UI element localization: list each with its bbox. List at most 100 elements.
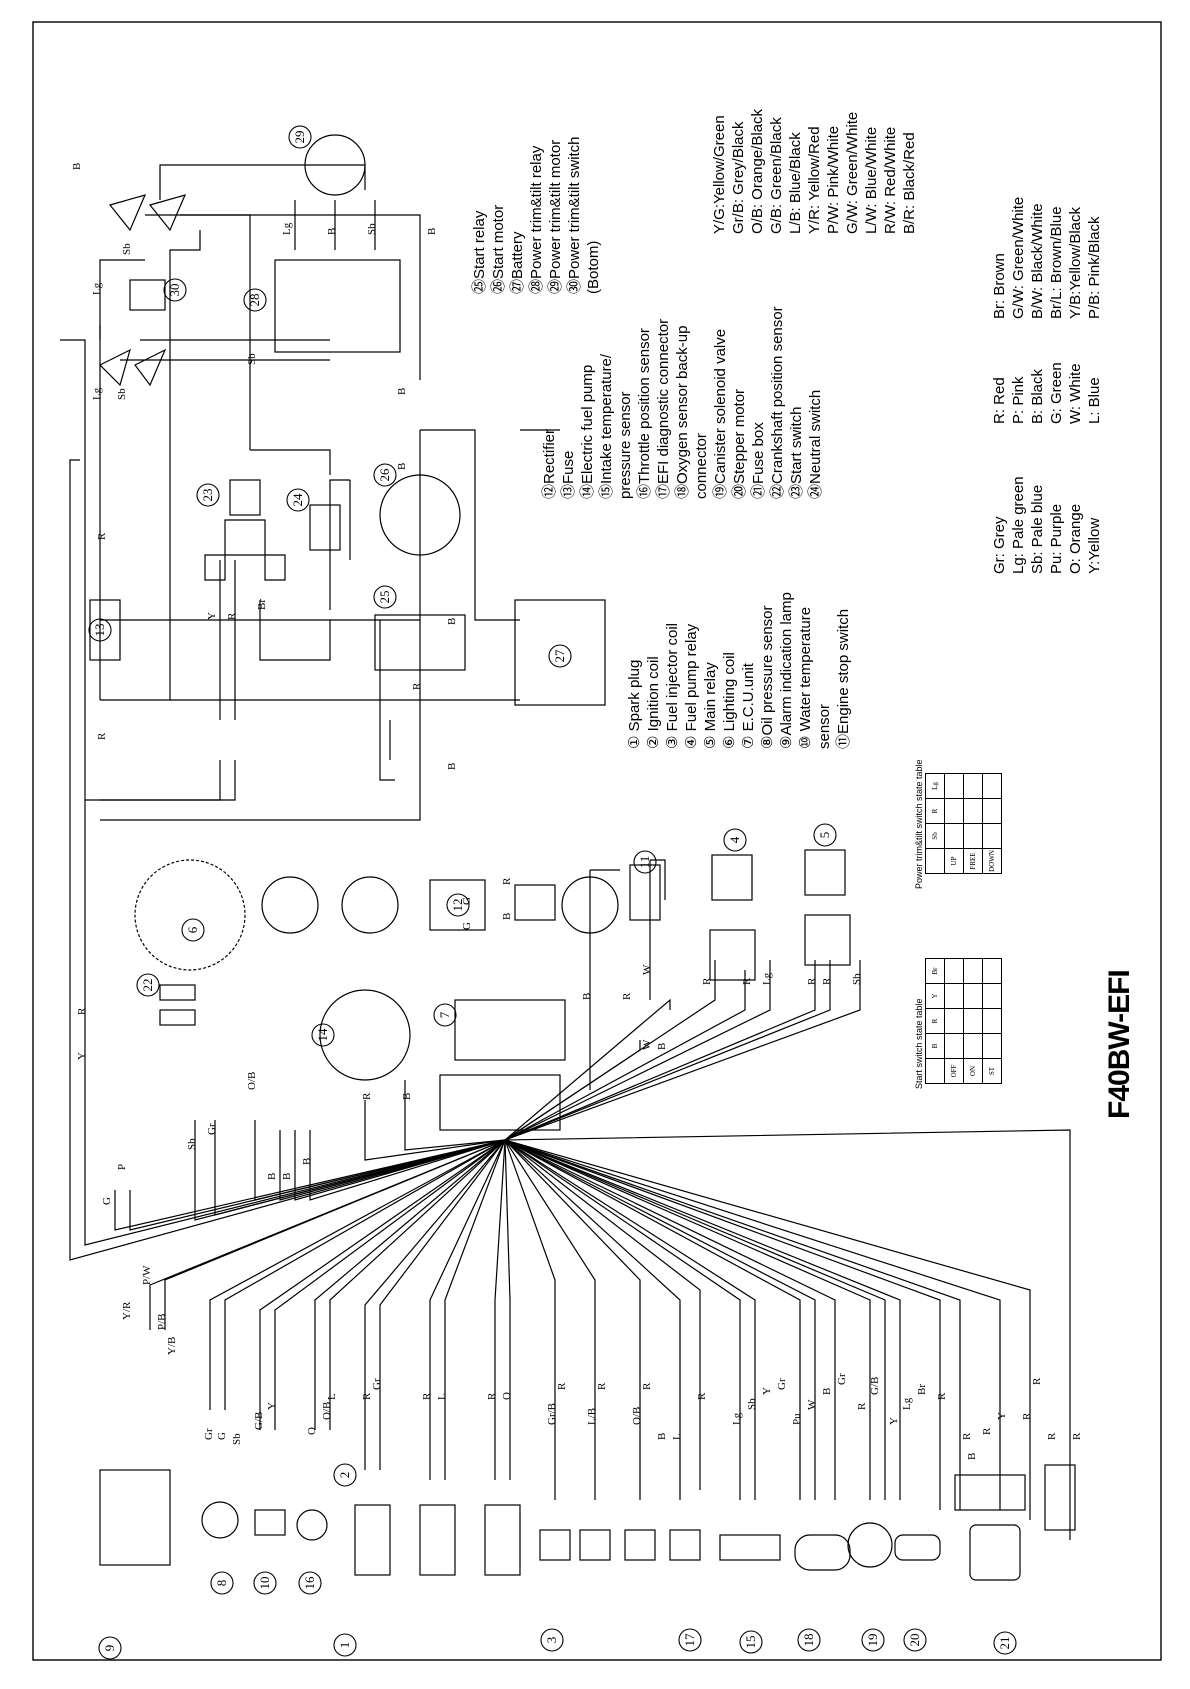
crank-sensor-22b	[159, 1009, 196, 1026]
table-header: Sb	[925, 823, 945, 849]
color-code-item: O: Orange	[1067, 503, 1084, 574]
callout-number: 16	[302, 1576, 317, 1590]
wire-label: P/W	[141, 1265, 153, 1285]
legend-item: ㉕Start relay	[471, 210, 488, 294]
legend-item: ① Spark plug	[626, 659, 643, 749]
table-row-label: ON	[963, 1058, 983, 1084]
legend-item: ⑨Alarm indication lamp	[778, 592, 795, 749]
callout-circle	[373, 585, 397, 609]
wire-label: Sb	[246, 353, 258, 365]
wire-label: B	[656, 1043, 668, 1050]
color-code-item: G/B: Green/Black	[768, 117, 785, 234]
fuel-pump-relay-4b	[709, 929, 756, 981]
wire-label: R	[621, 992, 633, 1000]
callout-number: 18	[801, 1634, 816, 1647]
trim-motor-29	[304, 134, 366, 196]
wire-label: R	[701, 977, 713, 985]
coil-g-2	[341, 876, 399, 934]
wire-label: G/B	[253, 1412, 265, 1430]
color-code-item: Gr: Grey	[991, 516, 1008, 574]
ignition-coil-2	[419, 1504, 456, 1576]
wire-label: L	[326, 1393, 338, 1400]
legend-item: ⑬Fuse	[560, 450, 577, 499]
wire-label: B	[426, 228, 438, 235]
fuel-pump-sensor	[561, 876, 619, 934]
legend-item: ⑳Stepper motor	[731, 388, 748, 499]
wire-label: Gr/B	[546, 1403, 558, 1425]
frame-border	[32, 21, 1162, 1661]
wire-label: Sb	[851, 973, 863, 985]
wire-label: B	[446, 763, 458, 770]
main-relay-5	[804, 849, 846, 896]
table-cell	[963, 958, 983, 984]
callout-number: 15	[743, 1636, 758, 1649]
wire-label: B	[656, 1433, 668, 1440]
wire-label: R	[76, 1007, 88, 1015]
legend-item: ㉒Crankshaft position sensor	[769, 306, 786, 499]
trim-relay-triangle-1	[98, 348, 131, 387]
callout-circle	[333, 1463, 357, 1487]
crank-sensor-22	[159, 984, 196, 1001]
table-cell	[982, 958, 1002, 984]
wire-label: B	[281, 1173, 293, 1180]
legend-item: ㉘Power trim&tilt relay	[528, 145, 545, 294]
wire-label: P	[116, 1164, 128, 1170]
callout-number: 25	[377, 591, 392, 604]
wire-label: G	[216, 1432, 228, 1440]
color-code-item: Pu: Purple	[1048, 503, 1065, 574]
callout-number: 23	[200, 489, 215, 502]
wire-label: Sb	[186, 1138, 198, 1150]
wire-label: L	[671, 1433, 683, 1440]
wire-label: R	[96, 532, 108, 540]
color-code-item: L/B: Blue/Black	[787, 132, 804, 234]
callout-circle	[136, 973, 160, 997]
table-cell	[963, 773, 983, 799]
wire-label: Lg	[281, 222, 293, 235]
wire-label: R	[821, 977, 833, 985]
oxygen-connector-18	[794, 1534, 851, 1571]
callout-circle	[433, 1003, 457, 1027]
wire-label: Y	[996, 1412, 1008, 1420]
injector-1	[539, 1529, 571, 1561]
trim-relay-box-28	[274, 259, 401, 353]
water-temp-sensor-10	[254, 1509, 286, 1536]
start-relay-triangle-1	[108, 194, 147, 232]
wire-label: R	[856, 1402, 868, 1410]
wire-label: Sb	[121, 243, 133, 255]
table-header: Lg	[925, 773, 945, 799]
wire-label: R	[226, 612, 238, 620]
table-cell	[963, 1033, 983, 1059]
legend-item: ⑭Electric fuel pump	[579, 364, 596, 499]
wire-label: R	[981, 1427, 993, 1435]
table-row-label: FREE	[963, 848, 983, 874]
legend-item: ③ Fuel injector coil	[664, 623, 681, 749]
color-code-item: P/B: Pink/Black	[1086, 216, 1103, 319]
callout-circle	[253, 1571, 277, 1595]
color-code-item: W: White	[1067, 363, 1084, 424]
wire-label: R	[696, 1392, 708, 1400]
wire-label: B	[301, 1158, 313, 1165]
callout-number: 3	[544, 1637, 559, 1644]
efi-diag-17	[669, 1529, 701, 1561]
wire-label: B	[326, 228, 338, 235]
wire-label: R	[501, 877, 513, 885]
table-cell	[944, 1008, 964, 1034]
table-cell	[944, 823, 964, 849]
rectifier-12	[429, 879, 486, 931]
wire-label: R	[411, 682, 423, 690]
wire-label: Lg	[91, 387, 103, 400]
callout-number: 20	[907, 1634, 922, 1647]
callout-circle	[739, 1630, 763, 1654]
wire-label: B	[266, 1173, 278, 1180]
callout-circle	[373, 463, 397, 487]
color-code-item: Y/G:Yellow/Green	[711, 115, 728, 234]
wire-label: G	[461, 922, 473, 930]
callout-number: 30	[167, 284, 182, 297]
